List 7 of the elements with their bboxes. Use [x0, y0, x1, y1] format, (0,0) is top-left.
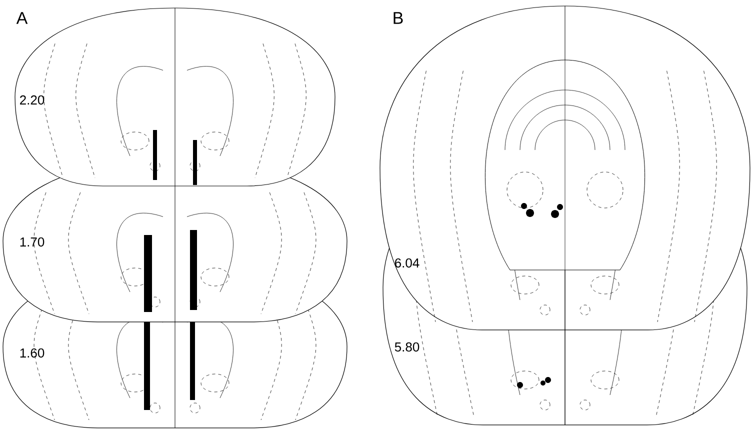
panel-letter: A — [16, 12, 28, 24]
section-level-label: 1.60 — [20, 348, 44, 358]
section-level-label: 6.04 — [395, 258, 420, 268]
section-level-label: 2.20 — [20, 95, 44, 105]
section-level-label: 5.80 — [394, 342, 420, 352]
panel-letter: B — [394, 12, 403, 24]
section-level-label: 1.70 — [20, 237, 44, 247]
